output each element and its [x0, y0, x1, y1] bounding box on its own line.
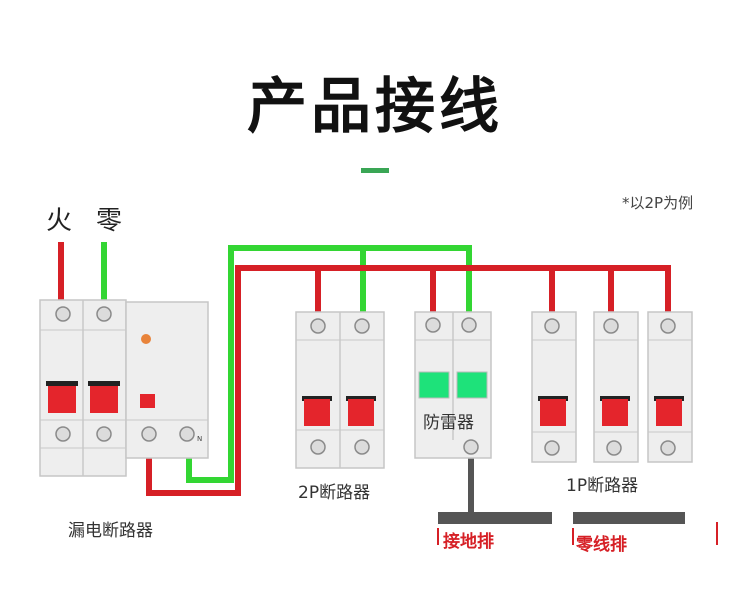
breaker-1p-a	[531, 311, 577, 463]
neutral-label: 零	[96, 206, 123, 236]
example-note: *以2P为例	[622, 194, 694, 212]
ground-bar-label: 接地排	[443, 532, 494, 552]
rcbo-label: 漏电断路器	[68, 521, 153, 541]
rcbo-terminal-n-top	[96, 306, 112, 322]
breaker-2p	[295, 311, 385, 469]
live-label: 火	[46, 206, 73, 236]
breaker-1p-c	[647, 311, 693, 463]
ground-bar	[438, 512, 552, 524]
rcbo-test-button	[141, 334, 151, 344]
rcbo-terminal-n-out	[179, 426, 195, 442]
breaker-2p-handle-2	[348, 399, 374, 426]
rcbo-terminal-bottom-2	[96, 426, 112, 442]
rcbo-n-label: N	[197, 435, 202, 443]
title-underline	[361, 168, 389, 173]
rcbo-indicator	[140, 394, 155, 408]
surge-window-1	[418, 371, 450, 399]
neutral-bar	[573, 512, 685, 524]
rcbo-terminal-l-top	[55, 306, 71, 322]
breaker-2p-label: 2P断路器	[298, 483, 371, 503]
surge-protector	[414, 311, 492, 459]
live-trunk-wire	[146, 265, 671, 496]
rcbo-terminal-l-out	[141, 426, 157, 442]
neutral-trunk-wire	[186, 245, 472, 483]
surge-label: 防雷器	[423, 413, 474, 433]
rcbo-handle-2	[90, 383, 118, 413]
page-title: 产品接线	[247, 72, 503, 142]
neutral-bar-label: 零线排	[576, 535, 627, 555]
rcbo-device	[39, 299, 209, 477]
rcbo-terminal-bottom-1	[55, 426, 71, 442]
breaker-1p-label: 1P断路器	[566, 476, 639, 496]
breaker-1p-b	[593, 311, 639, 463]
breaker-2p-handle-1	[304, 399, 330, 426]
rcbo-handle-1	[48, 383, 76, 413]
surge-window-2	[456, 371, 488, 399]
